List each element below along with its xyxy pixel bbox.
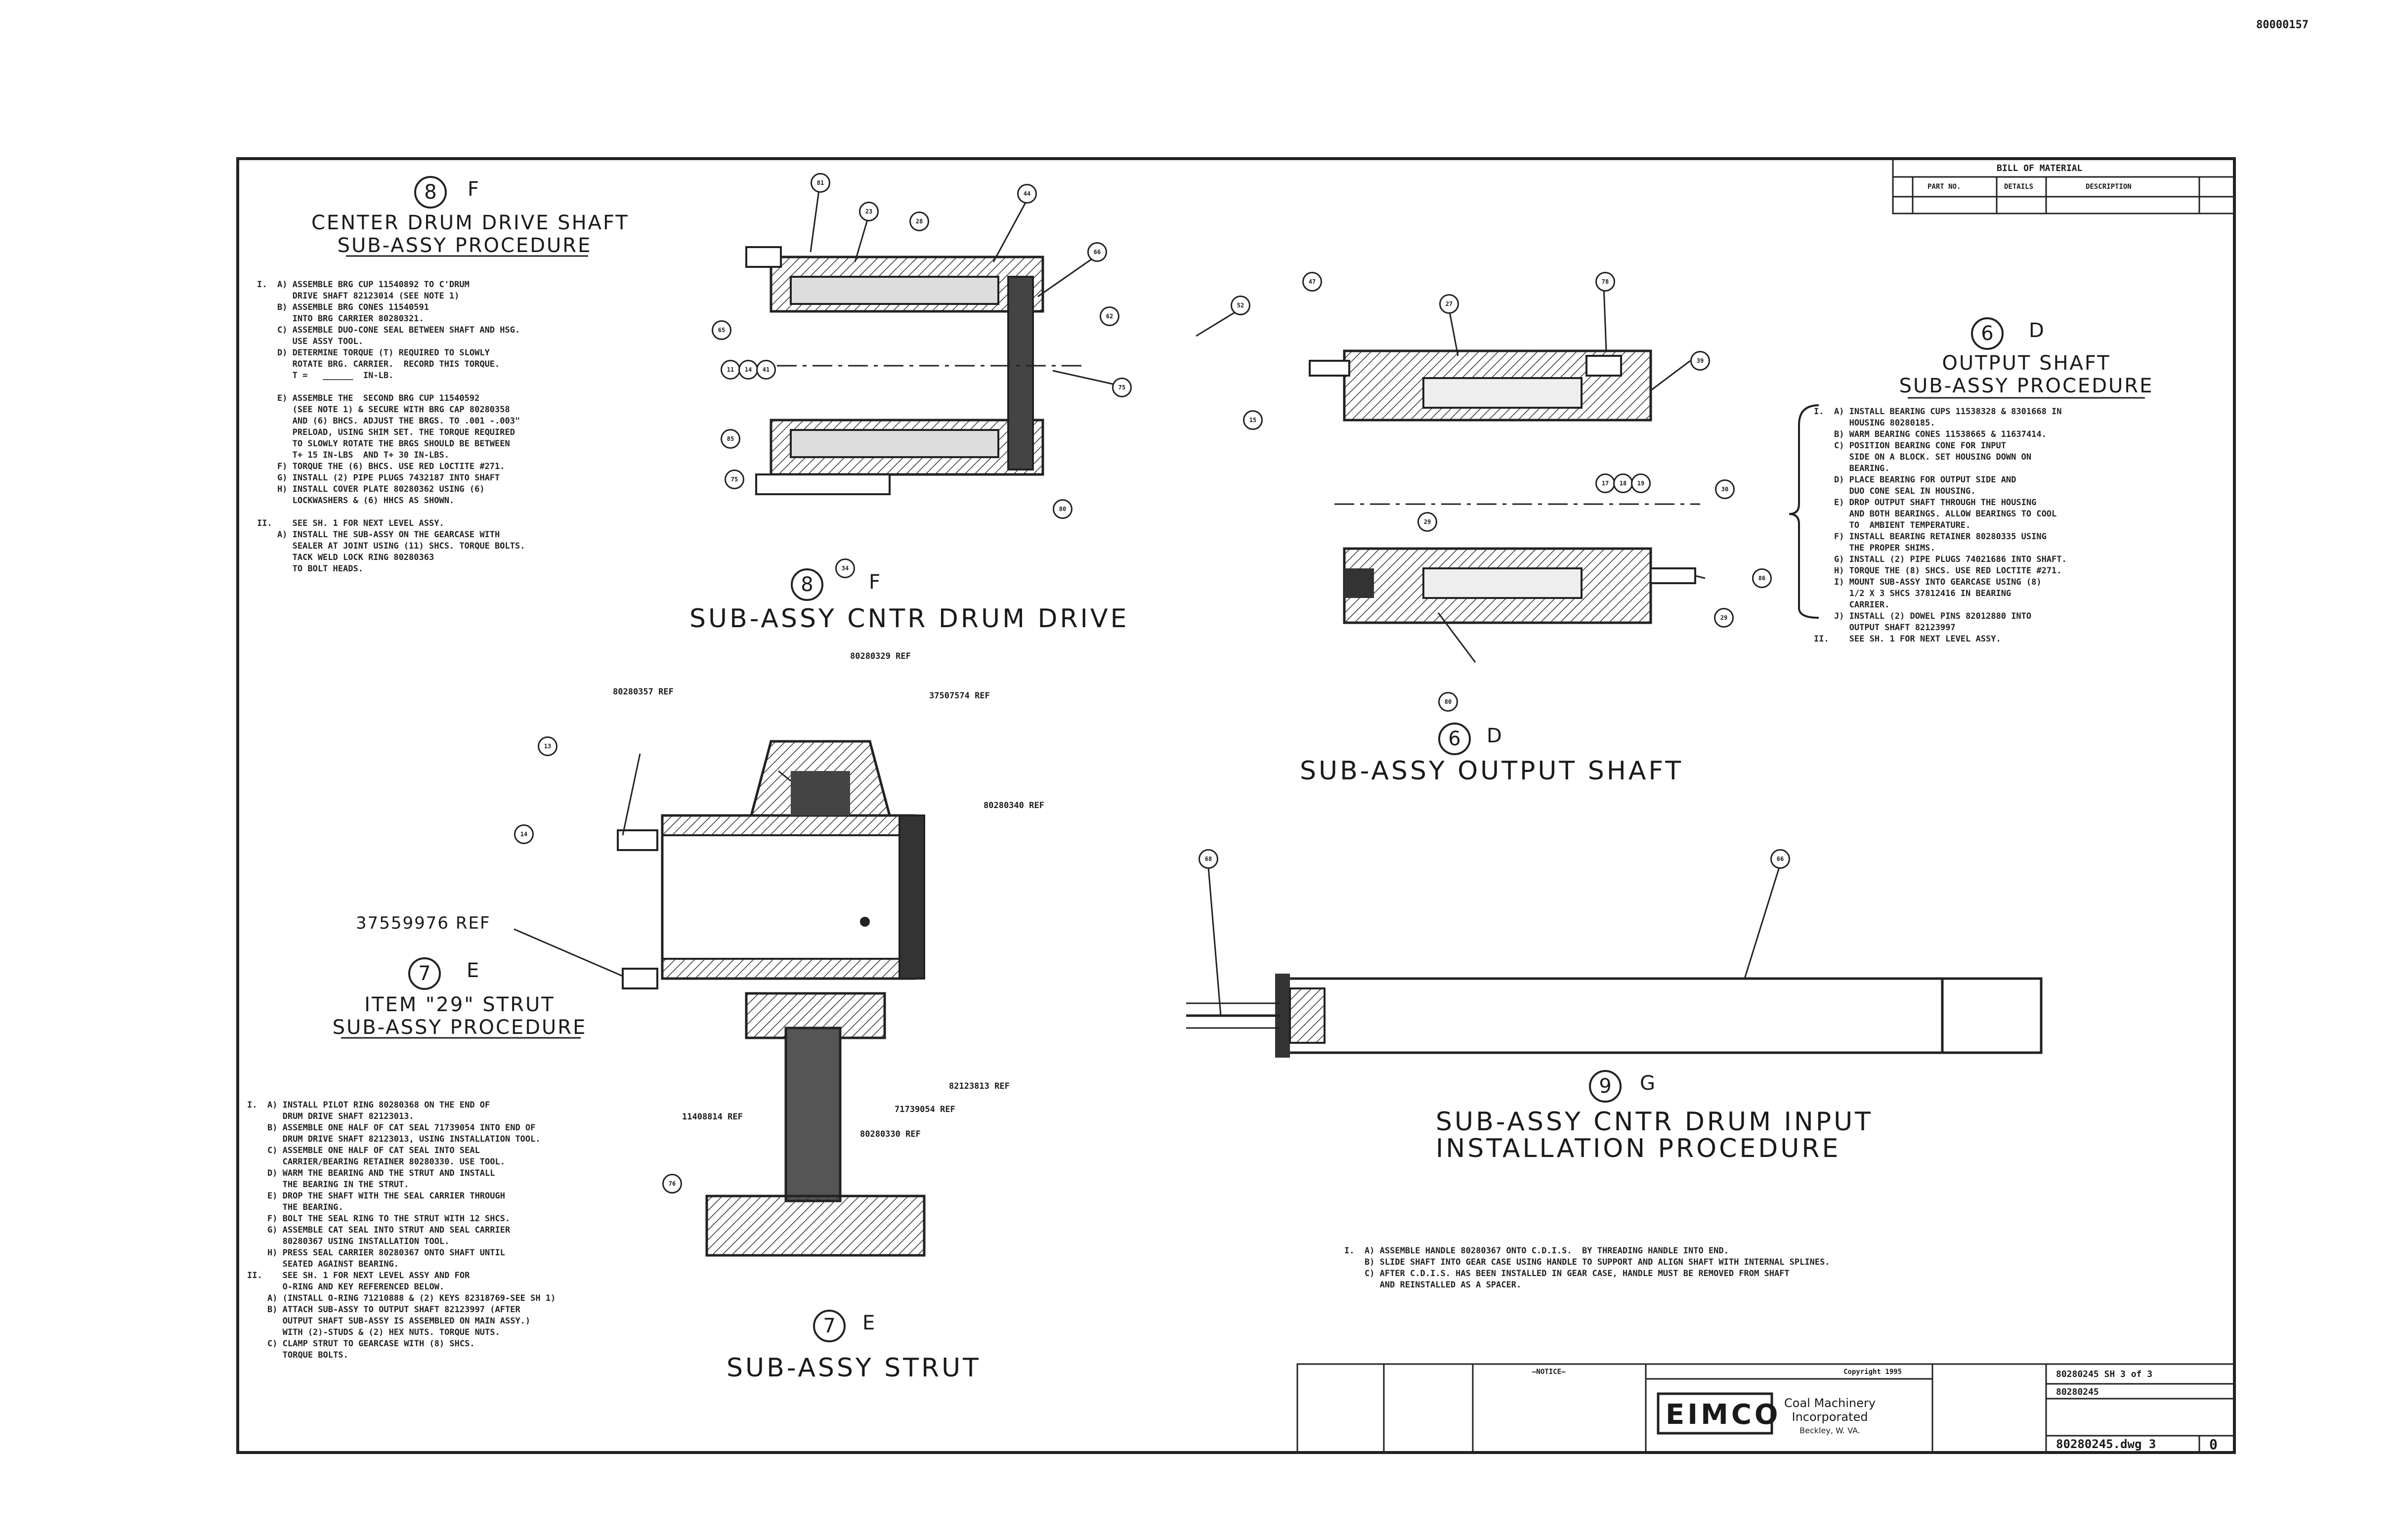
- strut-caption: SUB-ASSY STRUT: [727, 1353, 981, 1383]
- callout-balloon: 39: [1690, 351, 1710, 371]
- drum-input-title-line2: INSTALLATION PROCEDURE: [1436, 1134, 1841, 1163]
- strut-caption-letter: E: [862, 1312, 875, 1334]
- output-caption: SUB-ASSY OUTPUT SHAFT: [1300, 756, 1684, 786]
- output-caption-letter: D: [1487, 725, 1502, 747]
- strut-ref-tag: 80280330 REF: [860, 1129, 921, 1139]
- title-block-grid: [1296, 1363, 2235, 1453]
- bom-header-part-no: PART NO.: [1927, 183, 1961, 191]
- strut-ref-tag: 11408814 REF: [682, 1112, 743, 1122]
- callout-balloon: 18: [1613, 473, 1633, 493]
- drawing-frame: [236, 157, 2236, 1454]
- output-shaft-procedure-text: I. A) INSTALL BEARING CUPS 11538328 & 83…: [1814, 407, 2067, 644]
- bom-header-details: DETAILS: [2004, 183, 2034, 191]
- drawing-number-bottom: 80280245.dwg 3: [2056, 1437, 2156, 1451]
- bom-grid: [1892, 158, 2235, 214]
- strut-ref-label: 37559976 REF: [356, 913, 491, 933]
- callout-balloon: 75: [1112, 378, 1132, 397]
- company-name: Coal Machinery Incorporated Beckley, W. …: [1784, 1396, 1876, 1435]
- drum-input-title-line1: SUB-ASSY CNTR DRUM INPUT: [1436, 1107, 1873, 1137]
- callout-balloon: 41: [756, 360, 776, 380]
- callout-balloon: 27: [1439, 294, 1459, 314]
- corner-code: 80000157: [2256, 19, 2309, 31]
- callout-balloon: 11: [721, 360, 740, 380]
- drum-drive-caption-number: 8: [791, 568, 823, 601]
- strut-ref-tag: 37507574 REF: [929, 691, 990, 701]
- callout-balloon: 65: [712, 320, 731, 340]
- drum-drive-caption: SUB-ASSY CNTR DRUM DRIVE: [689, 604, 1129, 634]
- section-number-7: 7: [408, 957, 441, 990]
- section-number-6: 6: [1971, 317, 2004, 350]
- callout-balloon: 68: [1199, 849, 1218, 869]
- strut-caption-number: 7: [813, 1310, 846, 1342]
- drum-input-shaft-view: [1186, 974, 2043, 1058]
- company-logo: EIMCO: [1666, 1399, 1781, 1431]
- callout-balloon: 78: [1595, 272, 1615, 292]
- callout-balloon: 80: [1438, 692, 1458, 712]
- callout-balloon: 76: [662, 1174, 682, 1194]
- callout-balloon: 81: [811, 173, 830, 193]
- callout-balloon: 44: [1017, 184, 1037, 204]
- output-caption-number: 6: [1438, 723, 1471, 755]
- revision-number: 0: [2209, 1436, 2218, 1453]
- callout-balloon: 15: [1243, 410, 1263, 430]
- callout-balloon: 85: [721, 429, 740, 449]
- callout-balloon: 47: [1302, 272, 1322, 292]
- strut-ref-tag: 80280357 REF: [613, 687, 674, 697]
- callout-balloon: 13: [538, 736, 557, 756]
- copyright-text: Copyright 1995: [1843, 1368, 1902, 1376]
- callout-balloon: 80: [1053, 499, 1072, 519]
- callout-balloon: 14: [738, 360, 758, 380]
- callout-balloon: 66: [1770, 849, 1790, 869]
- callout-balloon: 23: [859, 202, 879, 221]
- callout-balloon: 17: [1595, 473, 1615, 493]
- output-shaft-title: OUTPUT SHAFT SUB-ASSY PROCEDURE: [1899, 352, 2154, 397]
- section-letter-g: G: [1640, 1072, 1655, 1095]
- procedure-bracket: [1789, 404, 1819, 619]
- strut-ref-tag: 82123813 REF: [949, 1081, 1010, 1091]
- center-drum-title: CENTER DRUM DRIVE SHAFT SUB-ASSY PROCEDU…: [311, 212, 629, 257]
- strut-ref-tag: 71739054 REF: [895, 1105, 955, 1114]
- callout-balloon: 34: [835, 558, 855, 578]
- section-number-8: 8: [414, 176, 447, 209]
- callout-balloon: 52: [1231, 296, 1250, 315]
- callout-balloon: 75: [725, 470, 744, 489]
- section-letter-f: F: [468, 178, 479, 201]
- strut-title: ITEM "29" STRUT SUB-ASSY PROCEDURE: [332, 993, 587, 1039]
- logo-box: [1657, 1392, 1773, 1435]
- callout-balloon: 28: [909, 212, 929, 231]
- strut-ref-tag: 80280340 REF: [984, 801, 1044, 811]
- callout-balloon: 66: [1087, 242, 1107, 262]
- bom-title: BILL OF MATERIAL: [1997, 163, 2083, 173]
- output-shaft-section-view: [1309, 349, 1700, 624]
- strut-ref-tag: 80280329 REF: [850, 651, 911, 661]
- drum-input-procedure-text: I. A) ASSEMBLE HANDLE 80280367 ONTO C.D.…: [1344, 1246, 1830, 1290]
- notice-label: —NOTICE—: [1532, 1368, 1566, 1376]
- bom-header-description: DESCRIPTION: [2086, 183, 2132, 191]
- callout-balloon: 29: [1714, 608, 1734, 628]
- callout-balloon: 30: [1715, 479, 1735, 499]
- drawing-number-top: 80280245 SH 3 of 3: [2056, 1369, 2153, 1379]
- section-letter-d: D: [2029, 319, 2044, 342]
- leader-lines: [514, 190, 1780, 1016]
- drum-drive-section-view: [741, 246, 1087, 495]
- strut-procedure-text: I. A) INSTALL PILOT RING 80280368 ON THE…: [247, 1100, 556, 1360]
- callout-balloon: 14: [514, 824, 534, 844]
- callout-balloon: 29: [1417, 512, 1437, 532]
- strut-assembly-view: [617, 740, 926, 1257]
- part-number: 80280245: [2056, 1387, 2099, 1397]
- section-letter-e: E: [467, 959, 479, 982]
- callout-balloon: 19: [1631, 473, 1651, 493]
- center-drum-procedure-text: I. A) ASSEMBLE BRG CUP 11540892 TO C'DRU…: [257, 280, 525, 574]
- title-underlines: [341, 255, 2145, 1039]
- callout-balloon: 62: [1100, 306, 1119, 326]
- callout-balloon: 86: [1752, 568, 1772, 588]
- drum-drive-caption-letter: F: [869, 571, 881, 594]
- section-number-9: 9: [1589, 1070, 1622, 1103]
